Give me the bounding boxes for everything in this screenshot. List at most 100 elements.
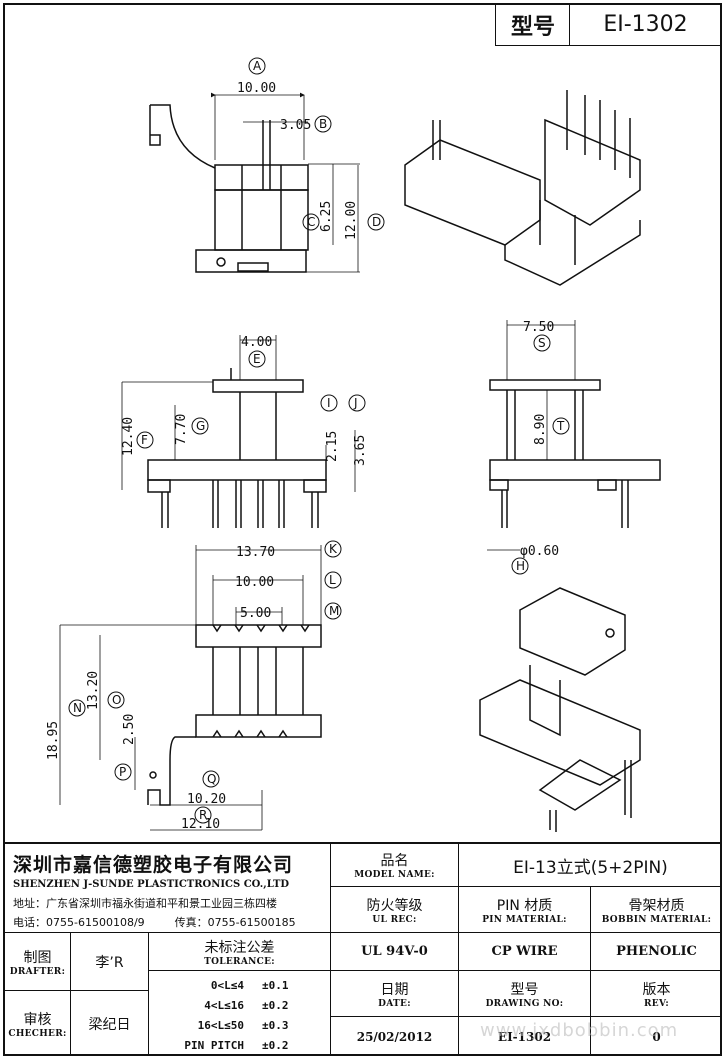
rev-label-cell: 版本 REV: [590, 970, 722, 1016]
model-name-value: EI-13立式(5+2PIN) [513, 857, 668, 878]
tolerance-value: ±0.3 [262, 1018, 289, 1032]
letter-a: A [253, 59, 262, 73]
ul-rec-label: 防火等级 [366, 897, 423, 914]
watermark: www.jxdbobbin.com [480, 1020, 679, 1041]
dim-i-value: 2.15 [325, 431, 340, 462]
ul-rec-value: UL 94V-0 [361, 944, 428, 959]
bobbin-material-value-cell: PHENOLIC [590, 932, 722, 970]
dim-p-value: 2.50 [122, 714, 137, 745]
checker-value: 梁纪日 [88, 1016, 131, 1033]
tolerance-range: 16<L≤50 [197, 1018, 244, 1032]
ul-rec-value-cell: UL 94V-0 [330, 932, 458, 970]
tolerance-value: ±0.2 [262, 998, 289, 1012]
header-type-label-cell: 型号 [495, 4, 570, 46]
dim-m-value: 5.00 [240, 606, 271, 621]
date-value: 25/02/2012 [356, 1029, 433, 1044]
model-name-value-cell: EI-13立式(5+2PIN) [458, 844, 722, 886]
date-label-cell: 日期 DATE: [330, 970, 458, 1016]
letter-o: O [112, 693, 121, 707]
dim-q-value: 10.20 [187, 792, 226, 807]
bobbin-material-label-cell: 骨架材质 BOBBIN MATERIAL: [590, 886, 722, 932]
drawing-no-value: EI-1302 [497, 1029, 552, 1044]
bobbin-material-value: PHENOLIC [616, 944, 697, 959]
date-value-cell: 25/02/2012 [330, 1016, 458, 1056]
tolerance-label-en: TOLERANCE: [204, 956, 275, 967]
header-type-value-cell: EI-1302 [569, 4, 721, 46]
drawing-no-value-cell: EI-1302 [458, 1016, 590, 1056]
company-fax: 传真：0755-61500185 [174, 916, 296, 929]
drawing-no-label: 型号 [510, 981, 539, 998]
checker-label: 审核 [23, 1011, 52, 1028]
dim-t-value: 8.90 [533, 414, 548, 445]
letter-k: K [329, 542, 338, 556]
letter-p: P [119, 765, 126, 779]
letter-r: R [199, 808, 207, 822]
dim-r-value: 12.10 [181, 817, 220, 832]
tolerance-range: PIN PITCH [184, 1038, 244, 1052]
tolerance-range: 0<L≤4 [210, 978, 244, 992]
letter-i: I [327, 396, 331, 410]
checker-label-en: CHECHER: [8, 1028, 67, 1039]
letter-t: T [556, 419, 565, 433]
drafter-label-en: DRAFTER: [9, 966, 66, 977]
dim-f-value: 12.40 [121, 417, 136, 456]
tolerance-value: ±0.1 [262, 978, 289, 992]
dim-d-value: 12.00 [344, 201, 359, 240]
letter-h: H [516, 559, 525, 573]
company-name-en: SHENZHEN J-SUNDE PLASTICTRONICS CO.,LTD [13, 879, 290, 890]
letter-d: D [372, 215, 381, 229]
date-label-en: DATE: [378, 998, 411, 1009]
drafter-label-cell: 制图 DRAFTER: [5, 932, 70, 990]
dim-g-value: 7.70 [174, 414, 189, 445]
letter-m: M [329, 604, 339, 618]
letter-l: L [329, 573, 336, 587]
model-name-label: 品名 [380, 853, 409, 869]
dim-o-value: 13.20 [86, 671, 101, 710]
dim-s-value: 7.50 [523, 320, 554, 335]
drafter-value-cell: 李’R [70, 932, 148, 990]
header-type-label: 型号 [510, 14, 555, 40]
tolerance-range: 4<L≤16 [204, 998, 244, 1012]
letter-j: J [353, 396, 358, 410]
dim-c-value: 6.25 [319, 201, 334, 232]
technical-drawing: 10.00 3.05 6.25 12.00 4.00 12.40 7.70 2.… [46, 57, 661, 832]
drawing-no-label-cell: 型号 DRAWING NO: [458, 970, 590, 1016]
pin-material-value: CP WIRE [491, 944, 558, 959]
rev-value: 0 [652, 1029, 661, 1044]
letter-f: F [141, 433, 148, 447]
tolerance-table: 0<L≤4 ±0.1 4<L≤16 ±0.2 16<L≤50 ±0.3 PIN … [148, 970, 330, 1056]
company-block: 深圳市嘉信德塑胶电子有限公司 SHENZHEN J-SUNDE PLASTICT… [5, 844, 330, 932]
tolerance-label: 未标注公差 [204, 939, 275, 956]
dim-b-value: 3.05 [280, 118, 311, 133]
tolerance-value: ±0.2 [262, 1038, 289, 1052]
pin-material-label-en: PIN MATERIAL: [482, 914, 567, 925]
letter-g: G [196, 419, 205, 433]
rev-label: 版本 [642, 981, 671, 998]
bobbin-material-label-en: BOBBIN MATERIAL: [601, 914, 712, 925]
dim-l-value: 10.00 [235, 575, 274, 590]
date-label: 日期 [380, 981, 409, 998]
dim-j-value: 3.65 [353, 435, 368, 466]
model-name-label-en: MODEL NAME: [354, 870, 435, 880]
checker-value-cell: 梁纪日 [70, 990, 148, 1056]
letter-b: B [319, 117, 327, 131]
drawing-no-label-en: DRAWING NO: [485, 998, 564, 1009]
header-type-value: EI-1302 [603, 12, 688, 37]
letter-s: S [538, 336, 546, 350]
checker-label-cell: 审核 CHECHER: [5, 990, 70, 1056]
drawing-sheet [3, 3, 722, 1056]
drafter-value: 李’R [95, 954, 124, 971]
company-phone: 电话：0755-61500108/9 [13, 916, 145, 929]
rev-label-en: REV: [644, 998, 669, 1009]
rev-value-cell: 0 [590, 1016, 722, 1056]
tolerance-label-cell: 未标注公差 TOLERANCE: [148, 932, 330, 970]
dim-a-value: 10.00 [237, 81, 276, 96]
letter-n: N [73, 701, 82, 715]
ul-rec-label-en: UL REC: [372, 914, 417, 925]
pin-material-value-cell: CP WIRE [458, 932, 590, 970]
ul-rec-label-cell: 防火等级 UL REC: [330, 886, 458, 932]
pin-material-label: PIN 材质 [496, 897, 553, 914]
letter-q: Q [207, 772, 216, 786]
dim-h-value: φ0.60 [520, 544, 559, 559]
company-name-cn: 深圳市嘉信德塑胶电子有限公司 [13, 854, 294, 876]
